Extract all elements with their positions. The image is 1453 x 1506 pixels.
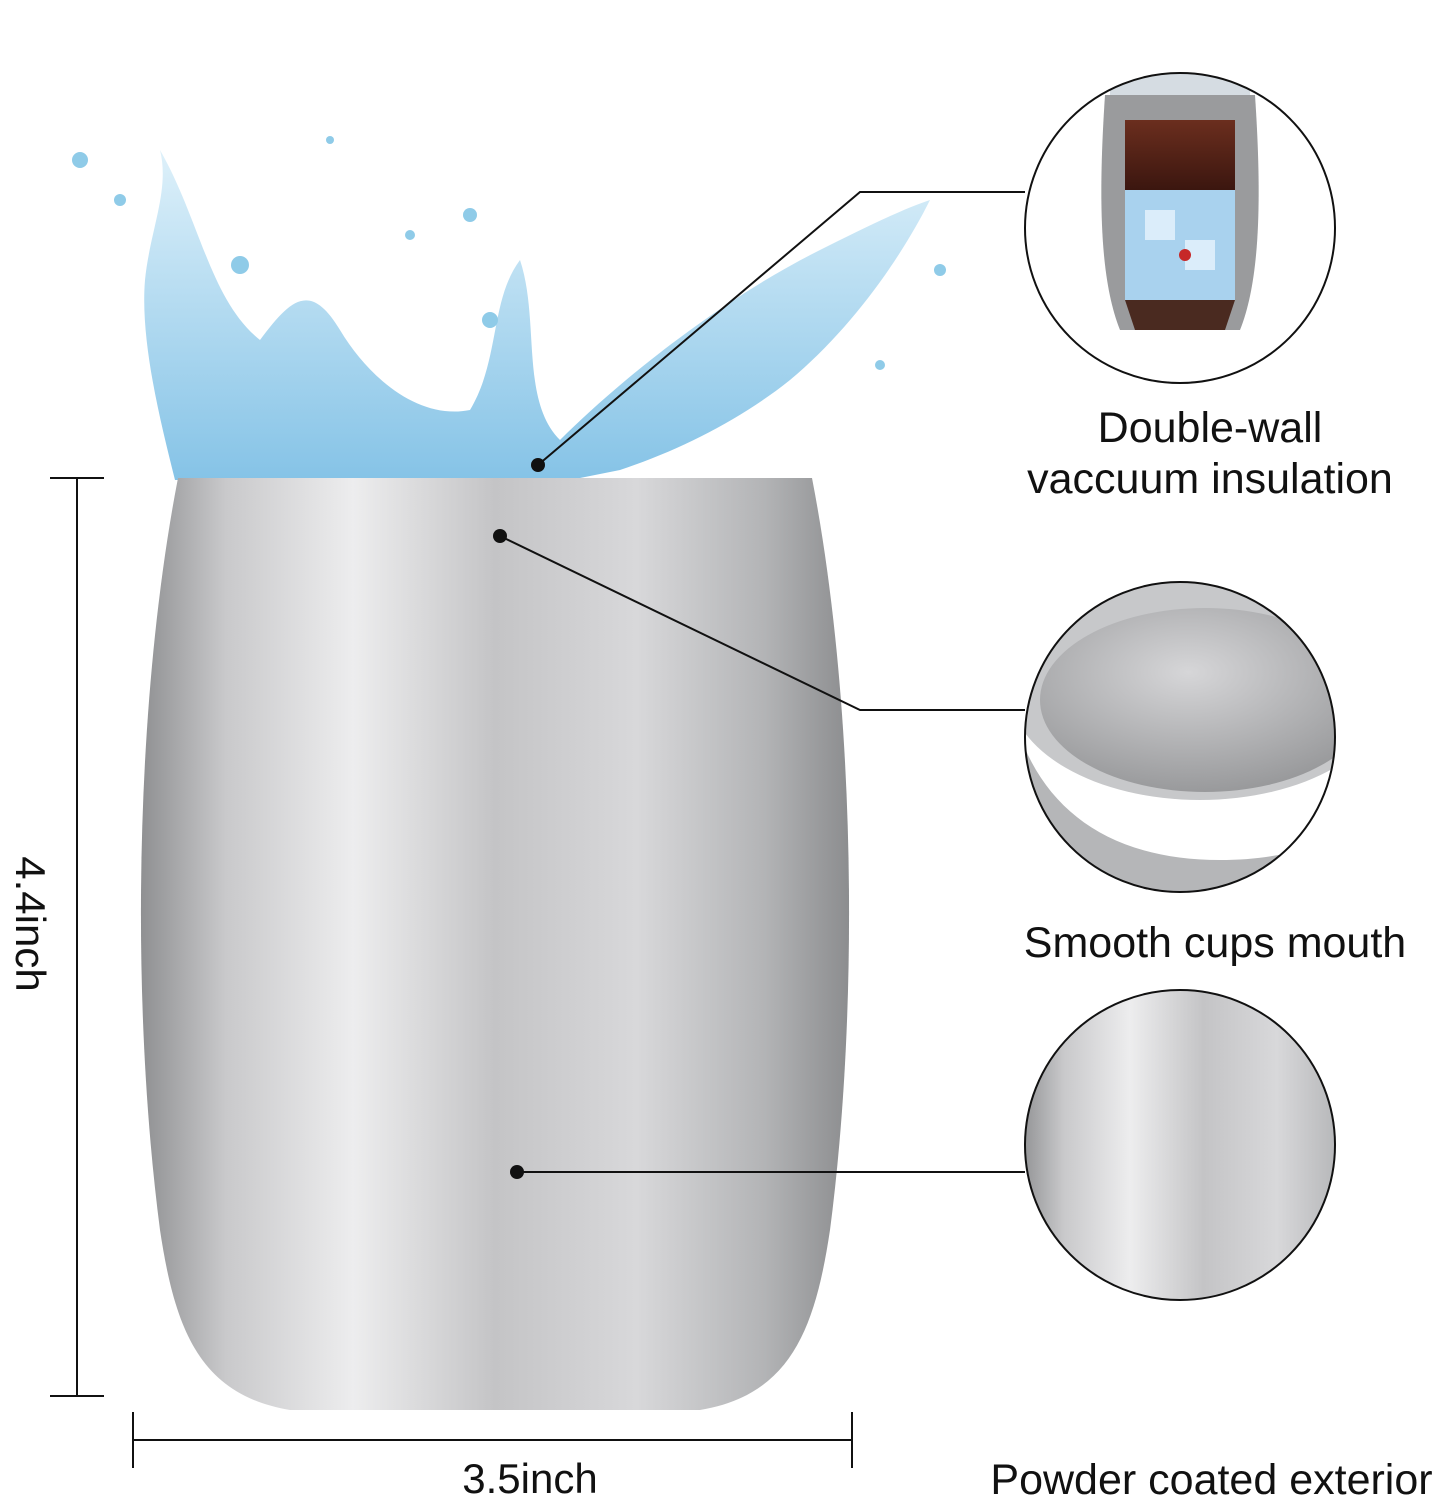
callout-lines xyxy=(499,191,1025,1173)
tumbler-body xyxy=(140,478,850,1410)
detail-circle-mouth xyxy=(1024,581,1336,893)
callout-dot-mouth xyxy=(493,529,507,543)
water-splash-graphic xyxy=(72,136,946,482)
feature-label-insulation: Double-wall vaccuum insulation xyxy=(1000,403,1420,504)
width-dimension-line xyxy=(132,1412,853,1468)
feature-label-exterior: Powder coated exterior xyxy=(990,1456,1433,1504)
feature-label-mouth: Smooth cups mouth xyxy=(1023,919,1407,967)
callout-dot-insulation xyxy=(531,458,545,472)
feature-label-insulation-line1: Double-wall xyxy=(1097,404,1323,452)
width-dimension-label: 3.5inch xyxy=(462,1455,598,1502)
callout-dot-exterior xyxy=(510,1165,524,1179)
height-dimension-line xyxy=(50,477,104,1397)
detail-circle-exterior xyxy=(1024,989,1336,1301)
detail-circle-insulation xyxy=(1024,72,1336,384)
feature-label-insulation-line2: vaccuum insulation xyxy=(1027,454,1393,503)
height-dimension-label: 4.4inch xyxy=(7,856,54,992)
